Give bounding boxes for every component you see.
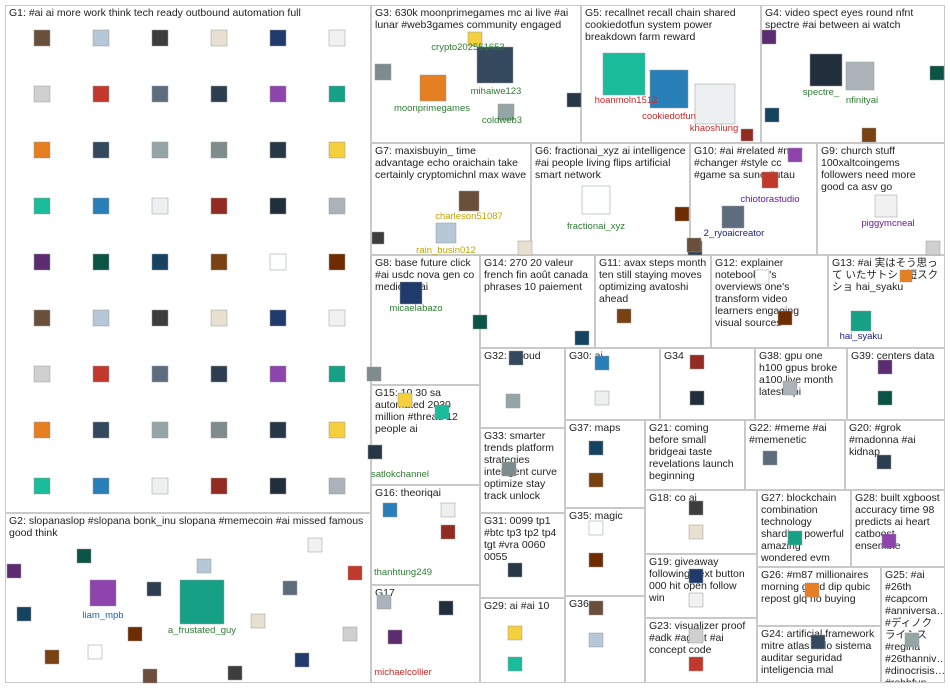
- group-title: G7: maxisbuyin_ time advantage echo orai…: [375, 145, 527, 181]
- group-title: G25: #ai #26th #capcom #anniversa… #ディノク…: [885, 569, 941, 683]
- group-g38: G38: gpu one h100 gpus broke a100 live m…: [755, 348, 847, 420]
- group-title: G9: church stuff 100xaltcoingems followe…: [821, 145, 941, 193]
- group-g26: G26: #m87 millionaires morning good dip …: [757, 567, 881, 626]
- group-g6: G6: fractionai_xyz ai intelligence #ai p…: [531, 143, 690, 255]
- group-title: G2: slopanaslop #slopana bonk_inu slopan…: [9, 515, 367, 539]
- group-title: G32: #cloud: [484, 350, 561, 362]
- group-g34: G34: [660, 348, 755, 420]
- group-title: G19: giveaway following next button 000 …: [649, 556, 753, 604]
- group-g19: G19: giveaway following next button 000 …: [645, 554, 757, 618]
- group-g11: G11: avax steps month ten still staying …: [595, 255, 711, 348]
- group-title: G16: theoriqai: [375, 487, 476, 499]
- group-title: G30: ai: [569, 350, 656, 362]
- group-g14: G14: 270 20 valeur french fin août canad…: [480, 255, 595, 348]
- group-title: G4: video spect eyes round nfnt spectre …: [765, 7, 941, 31]
- group-title: G31: 0099 tp1 #btc tp3 tp2 tp4 tgt #vra …: [484, 515, 561, 563]
- group-title: G10: #ai #related #new #changer #style c…: [694, 145, 813, 181]
- group-title: G34: [664, 350, 751, 362]
- group-g33: G33: smarter trends platform strategies …: [480, 428, 565, 513]
- group-g31: G31: 0099 tp1 #btc tp3 tp2 tp4 tgt #vra …: [480, 513, 565, 598]
- group-title: G24: artificial framework mitre atlas la…: [761, 628, 877, 676]
- group-title: G1: #ai ai more work think tech ready ou…: [9, 7, 367, 19]
- group-g27: G27: blockchain combination technology s…: [757, 490, 851, 567]
- group-g32: G32: #cloud: [480, 348, 565, 428]
- group-g20: G20: #grok #madonna #ai kidnap: [845, 420, 945, 490]
- group-g16: G16: theoriqai: [371, 485, 480, 585]
- group-title: G8: base future click #ai usdc nova gen …: [375, 257, 476, 293]
- group-g5: G5: recallnet recall chain shared cookie…: [581, 5, 761, 143]
- group-title: G17: [375, 587, 476, 599]
- group-title: G26: #m87 millionaires morning good dip …: [761, 569, 877, 605]
- group-g2: G2: slopanaslop #slopana bonk_inu slopan…: [5, 513, 371, 683]
- group-g25: G25: #ai #26th #capcom #anniversa… #ディノク…: [881, 567, 945, 683]
- group-g9: G9: church stuff 100xaltcoingems followe…: [817, 143, 945, 255]
- group-g3: G3: 630k moonprimegames mc ai live #ai l…: [371, 5, 581, 143]
- group-g36: G36: [565, 596, 645, 683]
- group-g37: G37: maps: [565, 420, 645, 508]
- group-g35: G35: magic: [565, 508, 645, 596]
- group-title: G20: #grok #madonna #ai kidnap: [849, 422, 941, 458]
- group-title: G35: magic: [569, 510, 641, 522]
- group-title: G28: built xgboost accuracy time 98 pred…: [855, 492, 941, 552]
- group-g8: G8: base future click #ai usdc nova gen …: [371, 255, 480, 385]
- group-title: G33: smarter trends platform strategies …: [484, 430, 561, 502]
- group-title: G11: avax steps month ten still staying …: [599, 257, 707, 305]
- group-title: G5: recallnet recall chain shared cookie…: [585, 7, 757, 43]
- group-g29: G29: ai #ai 10: [480, 598, 565, 683]
- group-title: G21: coming before small bridgeai taste …: [649, 422, 741, 482]
- group-g10: G10: #ai #related #new #changer #style c…: [690, 143, 817, 255]
- group-g13: G13: #ai 実はそう思って いたサトシ #短スクショ hai_syaku: [828, 255, 945, 348]
- group-g4: G4: video spect eyes round nfnt spectre …: [761, 5, 945, 143]
- group-g1: G1: #ai ai more work think tech ready ou…: [5, 5, 371, 513]
- group-g7: G7: maxisbuyin_ time advantage echo orai…: [371, 143, 531, 255]
- group-title: G39: centers data: [851, 350, 941, 362]
- group-title: G22: #meme #ai #memenetic: [749, 422, 841, 446]
- group-title: G27: blockchain combination technology s…: [761, 492, 847, 564]
- group-title: G14: 270 20 valeur french fin août canad…: [484, 257, 591, 293]
- group-title: G13: #ai 実はそう思って いたサトシ #短スクショ hai_syaku: [832, 257, 941, 293]
- group-g12: G12: explainer notebooklm's overviews on…: [711, 255, 828, 348]
- group-g30: G30: ai: [565, 348, 660, 420]
- group-g17: G17: [371, 585, 480, 683]
- group-title: G18: co ai: [649, 492, 753, 504]
- group-g22: G22: #meme #ai #memenetic: [745, 420, 845, 490]
- group-g18: G18: co ai: [645, 490, 757, 554]
- group-g21: G21: coming before small bridgeai taste …: [645, 420, 745, 490]
- group-title: G38: gpu one h100 gpus broke a100 live m…: [759, 350, 843, 398]
- group-g15: G15: 10 30 sa automated 2030 million #th…: [371, 385, 480, 485]
- group-title: G15: 10 30 sa automated 2030 million #th…: [375, 387, 476, 435]
- group-title: G37: maps: [569, 422, 641, 434]
- group-title: G23: visualizer proof #adk #agent #ai co…: [649, 620, 753, 656]
- group-title: G3: 630k moonprimegames mc ai live #ai l…: [375, 7, 577, 31]
- group-title: G29: ai #ai 10: [484, 600, 561, 612]
- group-title: G12: explainer notebooklm's overviews on…: [715, 257, 824, 329]
- group-g23: G23: visualizer proof #adk #agent #ai co…: [645, 618, 757, 683]
- group-title: G6: fractionai_xyz ai intelligence #ai p…: [535, 145, 686, 181]
- group-title: G36: [569, 598, 641, 610]
- group-g28: G28: built xgboost accuracy time 98 pred…: [851, 490, 945, 567]
- group-g24: G24: artificial framework mitre atlas la…: [757, 626, 881, 683]
- group-g39: G39: centers data: [847, 348, 945, 420]
